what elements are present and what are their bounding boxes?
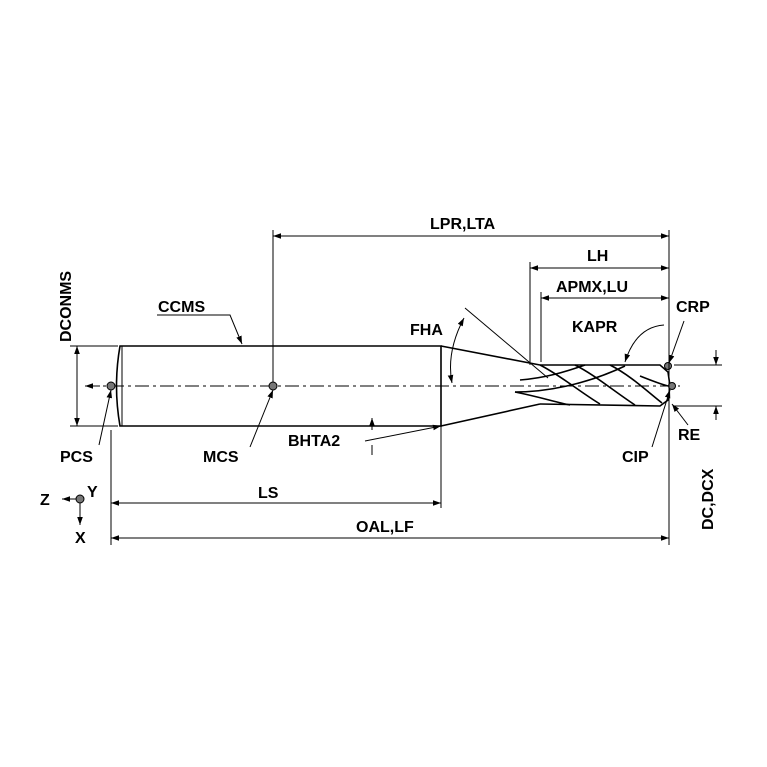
label-bhta2: BHTA2 xyxy=(288,433,340,450)
label-axis-z: Z xyxy=(40,492,50,509)
label-crp: CRP xyxy=(676,299,710,316)
kapr-arc xyxy=(624,324,665,363)
label-dc-dcx: DC,DCX xyxy=(700,468,717,530)
fha-arc xyxy=(447,317,465,384)
label-re: RE xyxy=(678,427,701,444)
label-ls: LS xyxy=(258,485,279,502)
label-pcs: PCS xyxy=(60,449,93,466)
label-kapr: KAPR xyxy=(572,319,618,336)
angle-dimensions xyxy=(369,307,665,455)
reference-points xyxy=(106,362,676,391)
cip-point xyxy=(668,382,676,390)
dimension-lines xyxy=(74,233,719,541)
leader-lines xyxy=(98,314,689,448)
mcs-point xyxy=(268,381,278,391)
pcs-point xyxy=(106,381,116,391)
label-mcs: MCS xyxy=(203,449,239,466)
label-lh: LH xyxy=(587,248,608,265)
label-oal-lf: OAL,LF xyxy=(356,519,414,536)
labels: LPR,LTA LH APMX,LU CRP KAPR FHA CCMS DCO… xyxy=(40,216,717,547)
label-axis-y: Y xyxy=(87,484,98,501)
extension-lines xyxy=(70,230,722,545)
label-cip: CIP xyxy=(622,449,649,466)
label-lpr-lta: LPR,LTA xyxy=(430,216,496,233)
label-axis-x: X xyxy=(75,530,86,547)
label-ccms: CCMS xyxy=(158,299,205,316)
label-apmx-lu: APMX,LU xyxy=(556,279,628,296)
label-fha: FHA xyxy=(410,322,443,339)
label-dconms: DCONMS xyxy=(58,271,75,342)
coordinate-triad xyxy=(62,494,85,525)
crp-point xyxy=(664,362,672,370)
triad-origin xyxy=(75,494,85,504)
